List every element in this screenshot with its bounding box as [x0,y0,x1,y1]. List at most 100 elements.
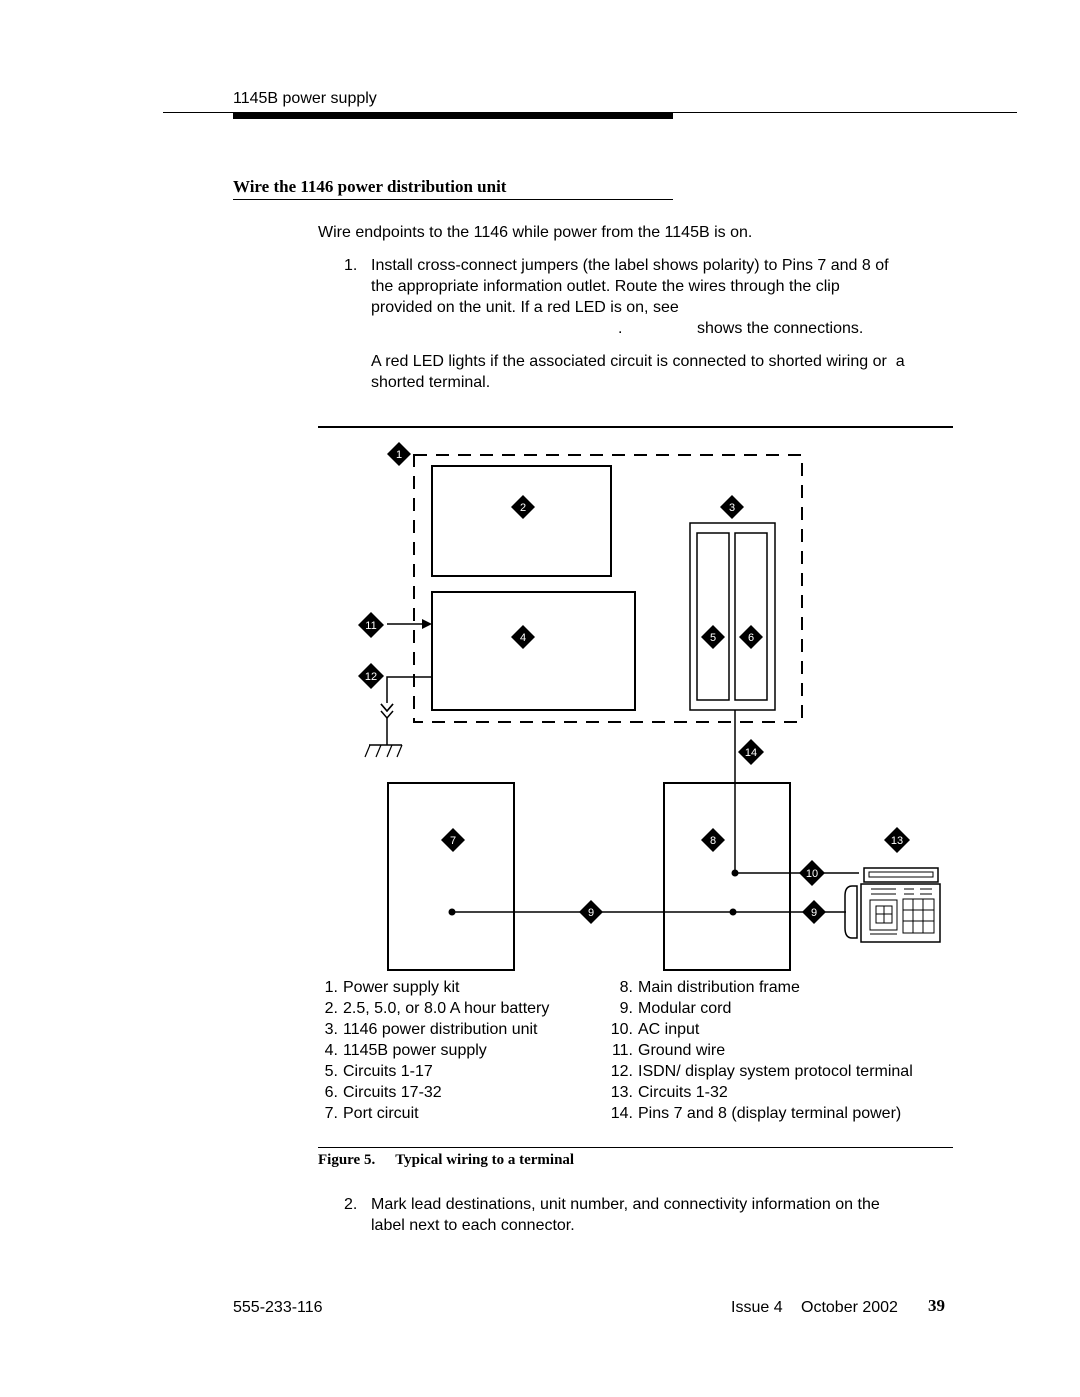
callout-6: 6 [739,625,763,649]
distribution-unit-box [689,522,776,711]
legend-num: 3. [324,1021,338,1038]
legend-num: 14. [610,1105,633,1122]
callout-6-label: 6 [748,632,754,644]
legend-text: Circuits 1-32 [638,1084,728,1101]
legend-text: Main distribution frame [638,979,800,996]
legend-num: 11. [611,1042,633,1059]
ac-plug-symbol-2 [380,703,394,720]
figure-caption-label: Figure 5. [318,1152,376,1168]
legend-num: 7. [324,1105,338,1122]
running-header: 1145B power supply [233,90,377,107]
footer-date: October 2002 [801,1299,898,1316]
legend-text: Power supply kit [343,979,460,996]
legend-text: Port circuit [343,1105,419,1122]
figure-caption-title: Typical wiring to a terminal [395,1152,575,1168]
figure-top-rule [318,426,953,428]
callout-4-label: 4 [520,632,526,644]
callout-12-label: 12 [365,671,377,683]
callout-13: 13 [884,827,910,853]
callout-13-label: 13 [891,835,903,847]
legend-left: 1. Power supply kit 2. 2.5, 5.0, or 8.0 A … [314,977,550,1124]
callout-9-cord-label: 9 [588,907,594,919]
legend-item: 5.Circuits 1-17 [314,1061,549,1082]
figure-bottom-rule [318,1147,953,1148]
callout-8-label: 8 [710,835,716,847]
step-1-line-3: provided on the unit. If a red LED is on… [371,299,679,316]
ac-input-line [386,676,432,703]
legend-num: 10. [610,1021,633,1038]
port-circuit-box [387,782,515,971]
callout-5: 5 [701,625,725,649]
step-1-note-line-2: shorted terminal. [371,374,491,391]
callout-5-label: 5 [710,632,716,644]
ground-wire-arrow [422,619,432,629]
legend-text: ISDN/ display system protocol terminal [638,1063,913,1080]
main-distribution-frame-box [663,782,791,971]
callout-9-terminal-label: 9 [811,907,817,919]
callout-12: 12 [358,663,384,689]
callout-2-label: 2 [520,502,526,514]
figure-caption: Figure 5. Typical wiring to a terminal [318,1150,574,1170]
mdf-dot [729,908,737,916]
callout-2: 2 [511,495,535,519]
legend-num: 13. [610,1084,633,1101]
legend-num: 1. [324,979,338,996]
callout-11-label: 11 [365,620,376,632]
callout-3: 3 [720,495,744,519]
callout-9-cord: 9 [579,900,603,924]
callout-1: 1 [387,442,411,466]
step-2-number: 2. [344,1196,358,1213]
battery-box [431,465,612,577]
step-1-line-1: Install cross-connect jumpers (the label… [371,257,889,274]
legend-text: Pins 7 and 8 (display terminal power) [638,1105,902,1122]
legend-text: 2.5, 5.0, or 8.0 A hour battery [343,1000,550,1017]
legend-num: 9. [619,1000,633,1017]
callout-3-label: 3 [729,502,735,514]
step-1-note-line-1: A red LED lights if the associated circu… [371,353,905,370]
legend-item: 12.ISDN/ display system protocol termina… [599,1061,913,1082]
legend-item: 14. Pins 7 and 8 (display terminal power) [599,1103,913,1124]
legend-num: 4. [324,1042,338,1059]
terminal-icon [844,867,941,943]
power-supply-box [431,591,636,711]
section-title: Wire the 1146 power distribution unit [233,177,507,196]
step-1-period: . [618,320,623,337]
section-title-rule [233,199,673,200]
circuits-1-17-slot [696,532,730,701]
callout-11: 11 [358,612,384,638]
legend-text: Circuits 1-17 [343,1063,433,1080]
legend-item: 2. 2.5, 5.0, or 8.0 A hour battery [314,998,550,1019]
legend-item: 10. AC input [599,1019,913,1040]
callout-14-label: 14 [745,747,757,759]
callout-8: 8 [701,828,725,852]
legend-num: 8. [619,979,633,996]
legend-text: Modular cord [638,1000,732,1017]
legend-item: 8. Main distribution frame [599,977,913,998]
footer-issue: Issue 4 [731,1299,783,1316]
intro-paragraph: Wire endpoints to the 1146 while power f… [318,224,753,241]
step-1-line-4: shows the connections. [697,320,864,337]
step-1-line-2: the appropriate information outlet. Rout… [371,278,840,295]
power-supply-kit-boundary [413,454,803,723]
legend-text: Ground wire [638,1042,726,1059]
legend-item: 3.1146 power distribution unit [314,1019,549,1040]
page-number: 39 [928,1296,945,1315]
legend-item: 6.Circuits 17-32 [314,1082,549,1103]
legend-item: 4.1145B power supply [314,1040,549,1061]
callout-1-label: 1 [396,449,402,461]
callout-14: 14 [738,739,764,765]
callout-7: 7 [441,828,465,852]
legend-text: AC input [638,1021,700,1038]
callout-10: 10 [799,860,825,886]
header-bar [233,113,673,119]
step-2-line-2: label next to each connector. [371,1217,575,1234]
doc-number: 555-233-116 [233,1299,323,1316]
circuits-17-32-slot [734,532,768,701]
junction-dot [731,869,739,877]
callout-10-label: 10 [806,868,818,880]
port-circuit-dot [448,908,456,916]
legend-text: Circuits 17-32 [343,1084,442,1101]
legend-num: 2. [324,1000,338,1017]
ground-hatch [364,744,403,758]
step-2-line-1: Mark lead destinations, unit number, and… [371,1196,880,1213]
